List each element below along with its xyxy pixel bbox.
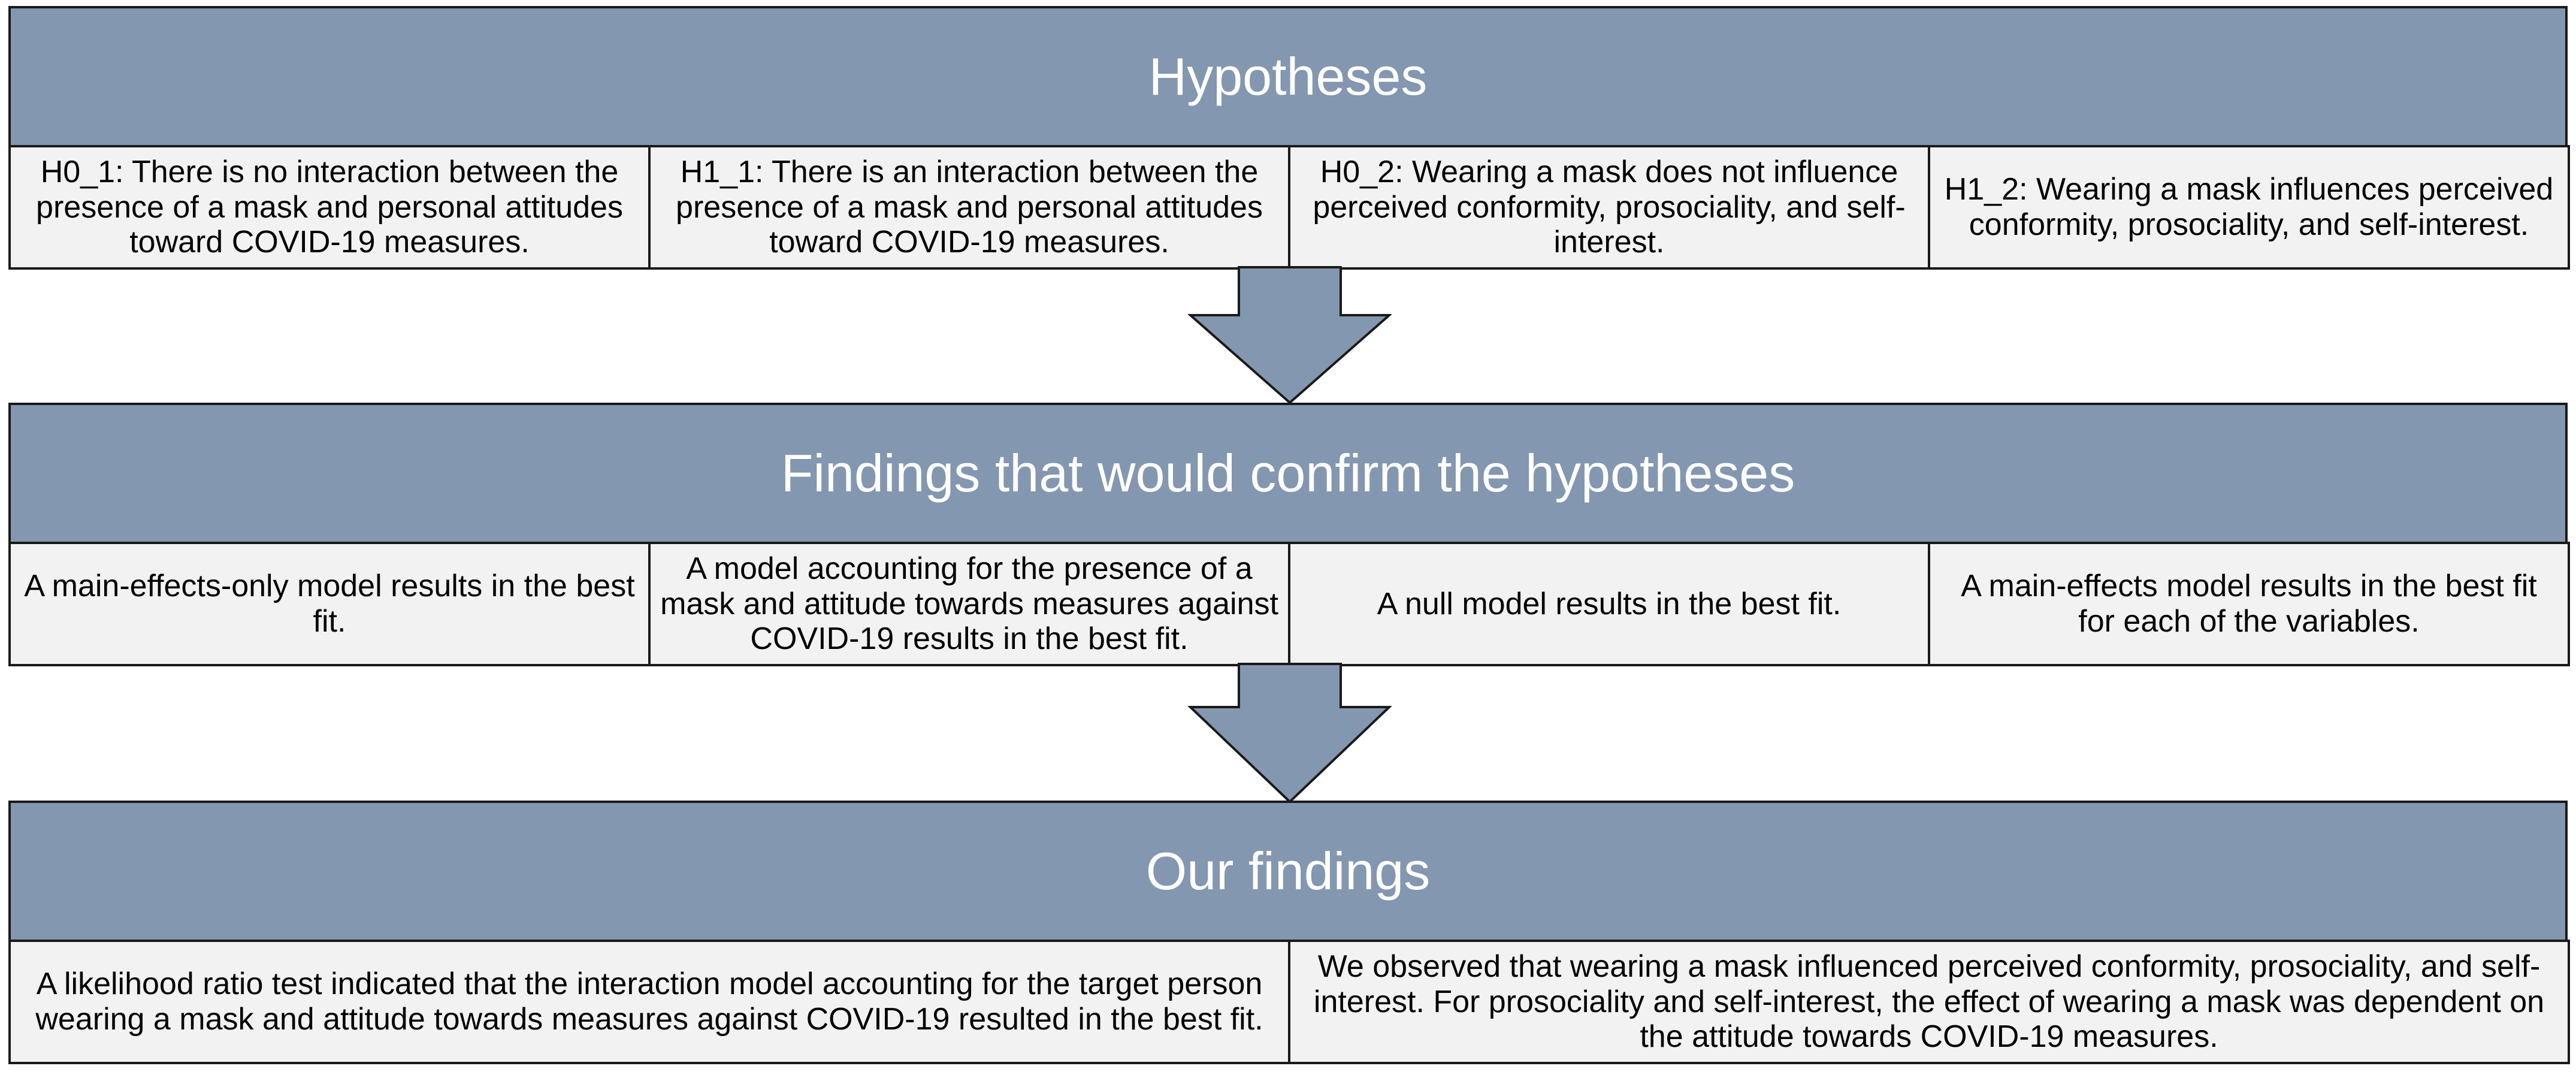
our-findings-header: Our findings bbox=[8, 801, 2568, 942]
hypotheses-section: Hypotheses H0_1: There is no interaction… bbox=[8, 6, 2570, 270]
hypothesis-h1-2: H1_2: Wearing a mask influences perceive… bbox=[1928, 145, 2570, 270]
expected-findings-section: Findings that would confirm the hypothes… bbox=[8, 403, 2570, 666]
expected-finding-2: A model accounting for the presence of a… bbox=[648, 542, 1290, 666]
down-arrow-icon bbox=[1188, 663, 1392, 804]
our-findings-section: Our findings A likelihood ratio test ind… bbox=[8, 801, 2570, 1064]
our-finding-1: A likelihood ratio test indicated that t… bbox=[8, 940, 1290, 1064]
hypotheses-cells: H0_1: There is no interaction between th… bbox=[8, 145, 2570, 270]
hypothesis-h0-1: H0_1: There is no interaction between th… bbox=[8, 145, 651, 270]
down-arrow-icon bbox=[1188, 266, 1392, 404]
expected-finding-4: A main-effects model results in the best… bbox=[1928, 542, 2570, 666]
hypothesis-h1-1: H1_1: There is an interaction between th… bbox=[648, 145, 1290, 270]
our-findings-cells: A likelihood ratio test indicated that t… bbox=[8, 940, 2570, 1064]
expected-findings-cells: A main-effects-only model results in the… bbox=[8, 542, 2570, 666]
expected-findings-header: Findings that would confirm the hypothes… bbox=[8, 403, 2568, 544]
hypothesis-h0-2: H0_2: Wearing a mask does not influence … bbox=[1288, 145, 1930, 270]
expected-finding-3: A null model results in the best fit. bbox=[1288, 542, 1930, 666]
our-finding-2: We observed that wearing a mask influenc… bbox=[1288, 940, 2570, 1064]
hypotheses-header: Hypotheses bbox=[8, 6, 2568, 147]
expected-finding-1: A main-effects-only model results in the… bbox=[8, 542, 651, 666]
